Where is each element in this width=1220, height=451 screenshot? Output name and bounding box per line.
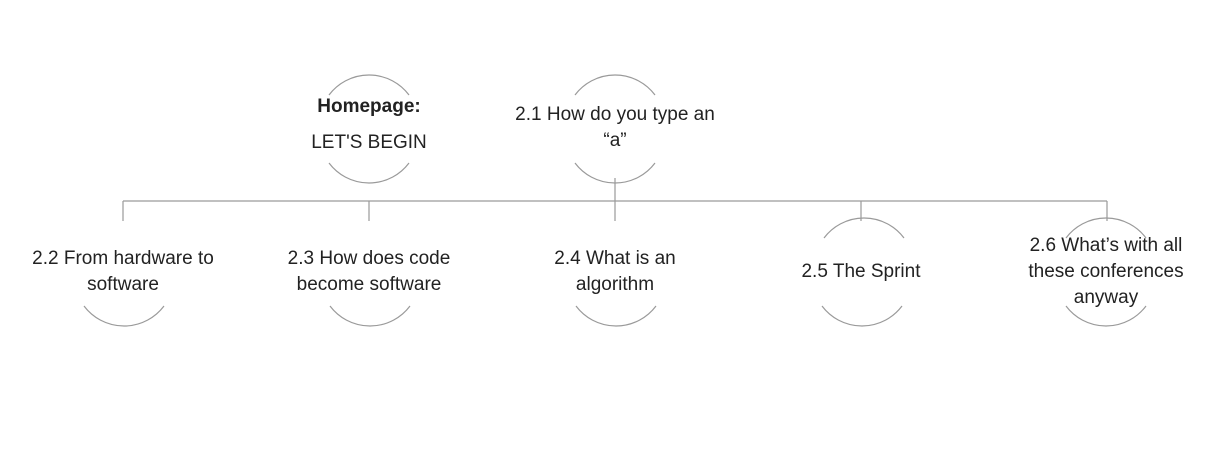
child-node-2-6[interactable]: 2.6 What’s with all these conferences an…: [1013, 233, 1199, 311]
homepage-node-arc-top: [328, 74, 410, 96]
child-node-2-2[interactable]: 2.2 From hardware to software: [13, 246, 233, 298]
child-label: 2.4 What is an algorithm: [554, 248, 676, 295]
child-node-2-3[interactable]: 2.3 How does code become software: [264, 246, 474, 298]
child-node-arc-bottom: [575, 305, 657, 327]
child-node-arc-bottom: [1065, 305, 1147, 327]
child-node-arc-bottom: [83, 305, 165, 327]
child-node-arc-top: [1065, 217, 1147, 239]
root-label: 2.1 How do you type an “a”: [515, 104, 715, 151]
child-node-arc-top: [823, 217, 905, 239]
homepage-title: Homepage:: [317, 96, 421, 117]
child-label: 2.5 The Sprint: [801, 261, 921, 282]
child-node-arc-bottom: [329, 305, 411, 327]
root-node-arc-top: [574, 74, 656, 96]
child-label: 2.3 How does code become software: [287, 248, 451, 295]
child-node-arc-bottom: [821, 305, 903, 327]
child-node-2-5[interactable]: 2.5 The Sprint: [771, 259, 951, 285]
homepage-node[interactable]: Homepage: LET'S BEGIN: [289, 94, 449, 156]
child-node-2-4[interactable]: 2.4 What is an algorithm: [535, 246, 695, 298]
child-label: 2.2 From hardware to software: [32, 248, 214, 295]
root-node[interactable]: 2.1 How do you type an “a”: [505, 102, 725, 154]
homepage-subtitle: LET'S BEGIN: [311, 132, 427, 153]
homepage-node-arc-bottom: [328, 162, 410, 184]
child-label: 2.6 What’s with all these conferences an…: [1028, 235, 1184, 308]
